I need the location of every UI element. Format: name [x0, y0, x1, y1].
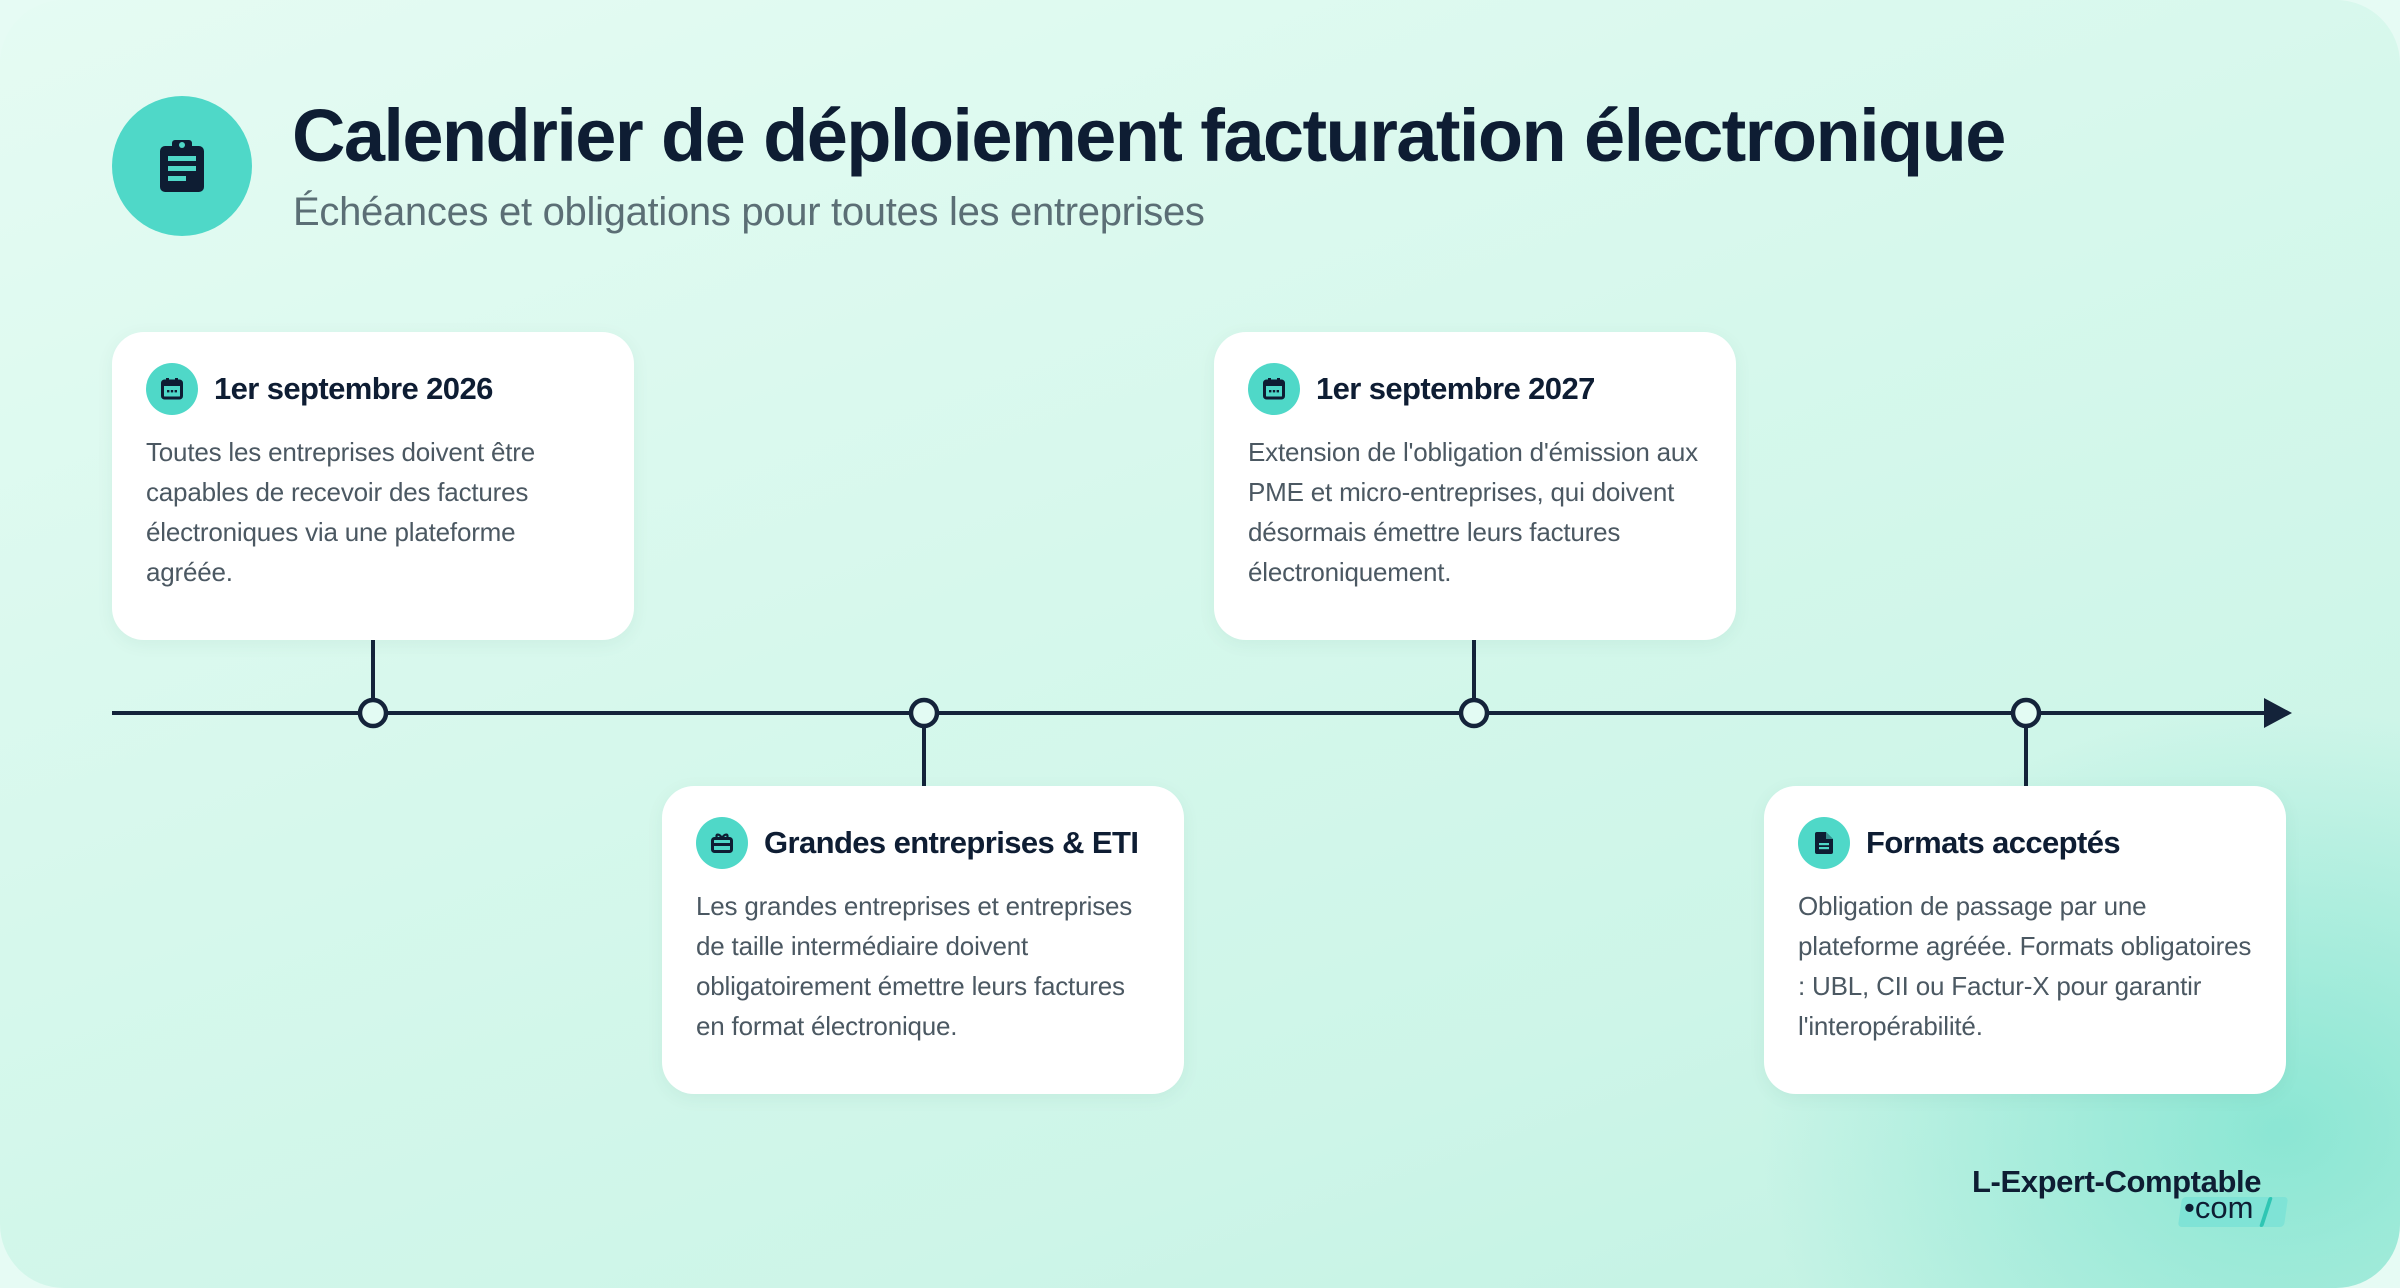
timeline-node-3 — [1458, 697, 1490, 729]
logo-name: L-Expert-Comptable — [1972, 1164, 2262, 1199]
milestone-card-4: Formats acceptés Obligation de passage p… — [1764, 786, 2286, 1094]
card-icon-badge — [1248, 363, 1300, 415]
document-icon — [1815, 832, 1833, 854]
calendar-icon — [1263, 378, 1285, 400]
milestone-card-2: Grandes entreprises & ETI Les grandes en… — [662, 786, 1184, 1094]
card-title: 1er septembre 2026 — [214, 371, 493, 406]
milestone-card-3: 1er septembre 2027 Extension de l'obliga… — [1214, 332, 1736, 640]
page-subtitle: Échéances et obligations pour toutes les… — [293, 190, 1205, 234]
header-icon-badge — [112, 96, 252, 236]
calendar-icon — [161, 378, 183, 400]
card-icon-badge — [696, 817, 748, 869]
brand-logo: L-Expert-Comptable •com — [1972, 1164, 2302, 1234]
arrow-head-icon — [2264, 698, 2292, 728]
card-body: Les grandes entreprises et entreprises d… — [696, 891, 1133, 1041]
card-icon-badge — [146, 363, 198, 415]
card-body: Extension de l'obligation d'émission aux… — [1248, 437, 1698, 587]
page-title: Calendrier de déploiement facturation él… — [292, 94, 2006, 177]
card-title: 1er septembre 2027 — [1316, 371, 1595, 406]
timeline-node-4 — [2010, 697, 2042, 729]
logo-suffix: •com — [2184, 1190, 2254, 1225]
card-body: Obligation de passage par une plateforme… — [1798, 891, 2252, 1041]
clipboard-icon — [160, 140, 204, 192]
gift-box-icon — [711, 833, 733, 853]
timeline-node-2 — [908, 697, 940, 729]
timeline-node-1 — [357, 697, 389, 729]
card-title: Grandes entreprises & ETI — [764, 825, 1139, 860]
milestone-card-1: 1er septembre 2026 Toutes les entreprise… — [112, 332, 634, 640]
card-body: Toutes les entreprises doivent être capa… — [146, 437, 535, 587]
card-icon-badge — [1798, 817, 1850, 869]
card-title: Formats acceptés — [1866, 825, 2121, 860]
